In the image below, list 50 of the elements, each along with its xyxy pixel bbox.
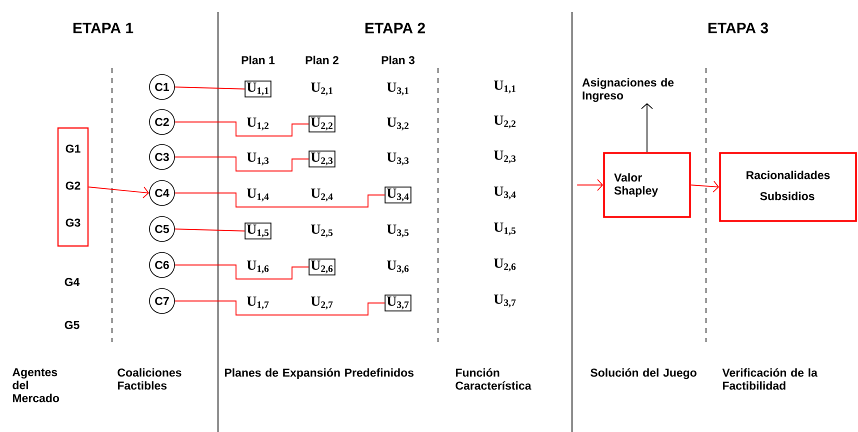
stage-description: Agentes del Mercado [12,368,60,402]
utility-value: U$_{3,4}$ [494,186,516,200]
group-label: G4 [64,278,80,286]
arrow [88,186,150,198]
stage-heading: ETAPA 3 [708,22,768,34]
utility-value: U$_{1,4}$ [246,188,269,202]
utility-value: U$_{3,5}$ [386,224,409,238]
utility-value: U$_{2,6}$ [494,258,516,272]
utility-value: U$_{1,3}$ [246,152,269,166]
arrow [641,103,653,153]
selected-utility-box: U$_{3,7}$ [384,294,412,312]
column-heading: Plan 1 [242,56,275,64]
selected-utility-box: U$_{1,1}$ [244,80,272,98]
stage-description: Solución del Juego [590,368,696,380]
utility-value: U$_{2,4}$ [310,188,333,202]
stage-description: Función Característica [456,368,532,390]
utility-value: U$_{1,5}$ [494,222,516,236]
selected-utility-box: U$_{1,5}$ [244,222,272,240]
stage-description: Verificación de la Factibilidad [722,368,818,390]
utility-value: U$_{1,1}$ [494,80,516,94]
column-heading: Plan 3 [382,56,415,64]
selected-utility-box: U$_{2,6}$ [308,258,336,276]
utility-value: U$_{2,7}$ [310,296,333,310]
selected-utility-box: U$_{2,3}$ [308,150,336,168]
selected-utility-box: U$_{2,2}$ [308,116,336,132]
utility-value: U$_{3,3}$ [386,152,409,166]
utility-value: U$_{2,5}$ [310,224,333,238]
group-box: G1 G2 G3 [57,127,89,247]
arrow [576,179,604,191]
stage-description: Coaliciones Factibles [118,368,182,390]
utility-value: U$_{3,1}$ [386,82,408,96]
utility-value: U$_{1,6}$ [246,260,269,274]
stage-heading: ETAPA 1 [73,22,134,34]
utility-value: U$_{1,7}$ [246,296,269,310]
group-label: G5 [64,320,80,330]
utility-value: U$_{3,7}$ [494,294,516,308]
process-box: Valor Shapley [603,152,691,218]
selected-utility-box: U$_{3,4}$ [384,186,412,204]
arrow [690,180,720,193]
output-text: Asignaciones de Ingreso [582,78,674,102]
utility-value: U$_{3,6}$ [386,260,409,274]
utility-value: U$_{2,1}$ [310,82,332,96]
utility-value: U$_{3,2}$ [386,118,409,130]
process-box: Racionalidades Subsidios [719,152,857,222]
stage-description: Planes de Expansión Predefinidos [224,368,414,380]
utility-value: U$_{2,2}$ [494,116,516,128]
column-heading: Plan 2 [306,56,338,64]
stage-heading: ETAPA 2 [365,22,425,34]
utility-value: U$_{2,3}$ [494,150,516,164]
utility-value: U$_{1,2}$ [246,118,269,130]
